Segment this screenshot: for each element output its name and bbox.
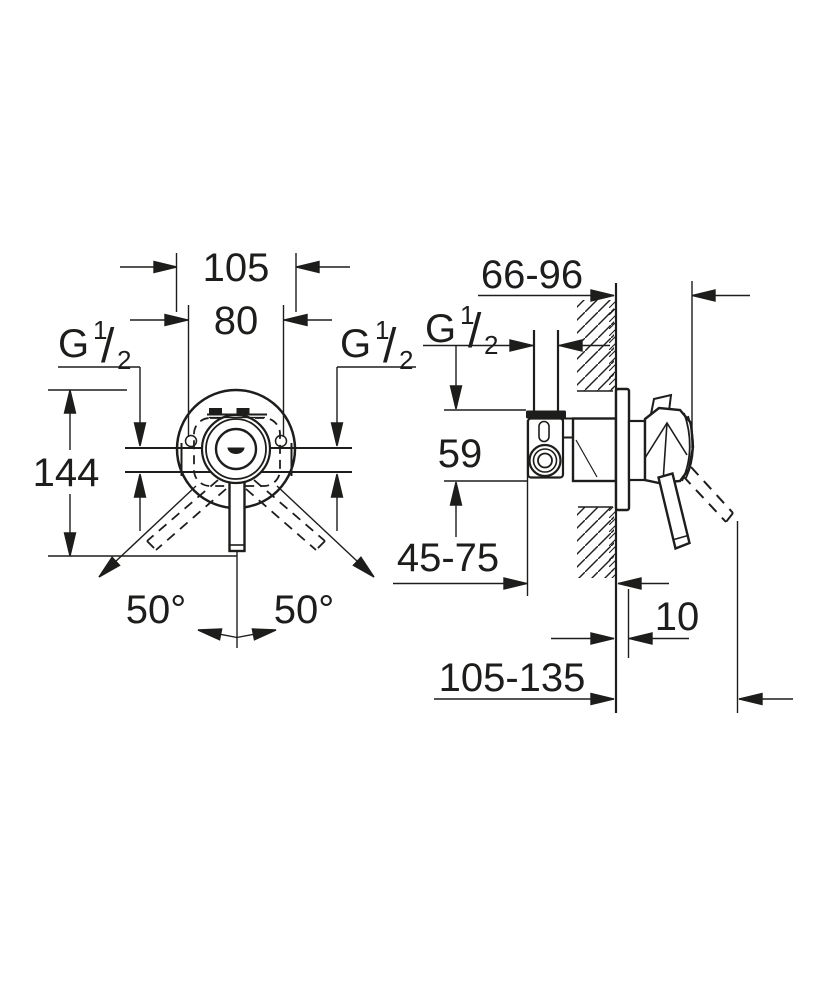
thread-slash: /	[383, 320, 397, 373]
cartridge-ring-inner	[205, 418, 267, 480]
thread-slash: /	[468, 305, 482, 358]
thread-prefix: G	[340, 322, 371, 366]
escutcheon-plate-side	[614, 387, 631, 512]
thread-prefix: G	[58, 322, 89, 366]
screw-left	[184, 434, 198, 448]
label-swing-right: 50°	[274, 588, 335, 632]
lever-front	[228, 479, 246, 553]
inlet-fitting-slot	[538, 420, 550, 443]
dimension-144	[48, 389, 237, 557]
screw-right	[274, 434, 288, 448]
dimension-10	[551, 589, 689, 658]
thread-slash: /	[101, 320, 115, 373]
inlet-port-mid	[532, 448, 558, 473]
dimension-66-96	[478, 281, 750, 448]
thread-leader-right	[330, 366, 416, 531]
wall-hatch-lower-dense	[609, 507, 616, 578]
lever-dashed-position-left	[146, 479, 227, 551]
inlet-port-inner	[537, 452, 553, 469]
label-body-width: 80	[214, 299, 259, 343]
label-wall-depth-range: 66-96	[481, 253, 583, 297]
label-port-spacing: 59	[438, 432, 483, 476]
dimension-59	[444, 346, 528, 537]
swing-angle-arrows	[94, 556, 379, 641]
thread-label-front-right: G 1 / 2	[340, 315, 413, 375]
lever-dashed-position-right	[245, 479, 326, 551]
thread-leader-left	[58, 366, 147, 531]
side-view	[526, 283, 734, 713]
label-lever-projection: 105-135	[439, 656, 586, 700]
label-escutcheon-diameter: 105	[203, 246, 270, 290]
thread-subscript: 2	[484, 330, 498, 360]
wall-hatch-upper-dense	[609, 300, 616, 391]
dimension-105-135	[434, 521, 793, 713]
wall-hatch-lower	[577, 507, 614, 578]
union-nut	[526, 410, 566, 419]
handle-knob	[643, 393, 695, 485]
thread-subscript: 2	[117, 345, 131, 375]
label-swing-left: 50°	[126, 588, 187, 632]
spindle-slot	[227, 447, 245, 454]
label-rough-in-depth: 45-75	[397, 536, 499, 580]
inlet-port-outer	[528, 443, 562, 478]
thread-label-side: G 1 / 2	[425, 300, 498, 360]
label-escutcheon-offset: 10	[655, 595, 700, 639]
thread-superscript: 1	[375, 315, 389, 345]
lever-side	[657, 472, 691, 551]
label-lever-height: 144	[33, 451, 100, 495]
valve-housing-section-line	[575, 439, 598, 478]
thread-label-front-left: G 1 / 2	[58, 315, 131, 375]
thread-prefix: G	[425, 307, 456, 351]
front-view-dimensions	[48, 253, 416, 641]
side-view-dimensions	[393, 281, 793, 713]
valve-step	[562, 417, 574, 439]
dimension-105	[120, 253, 350, 312]
thread-superscript: 1	[460, 300, 474, 330]
thread-subscript: 2	[399, 345, 413, 375]
top-flange	[207, 408, 267, 419]
thread-superscript: 1	[93, 315, 107, 345]
thread-leader-side	[423, 339, 610, 352]
lever-side-dashed-position	[682, 466, 734, 523]
front-view	[98, 388, 375, 648]
handle-sleeve	[627, 419, 647, 482]
dimension-80	[130, 305, 332, 437]
dimension-45-75	[393, 420, 669, 596]
